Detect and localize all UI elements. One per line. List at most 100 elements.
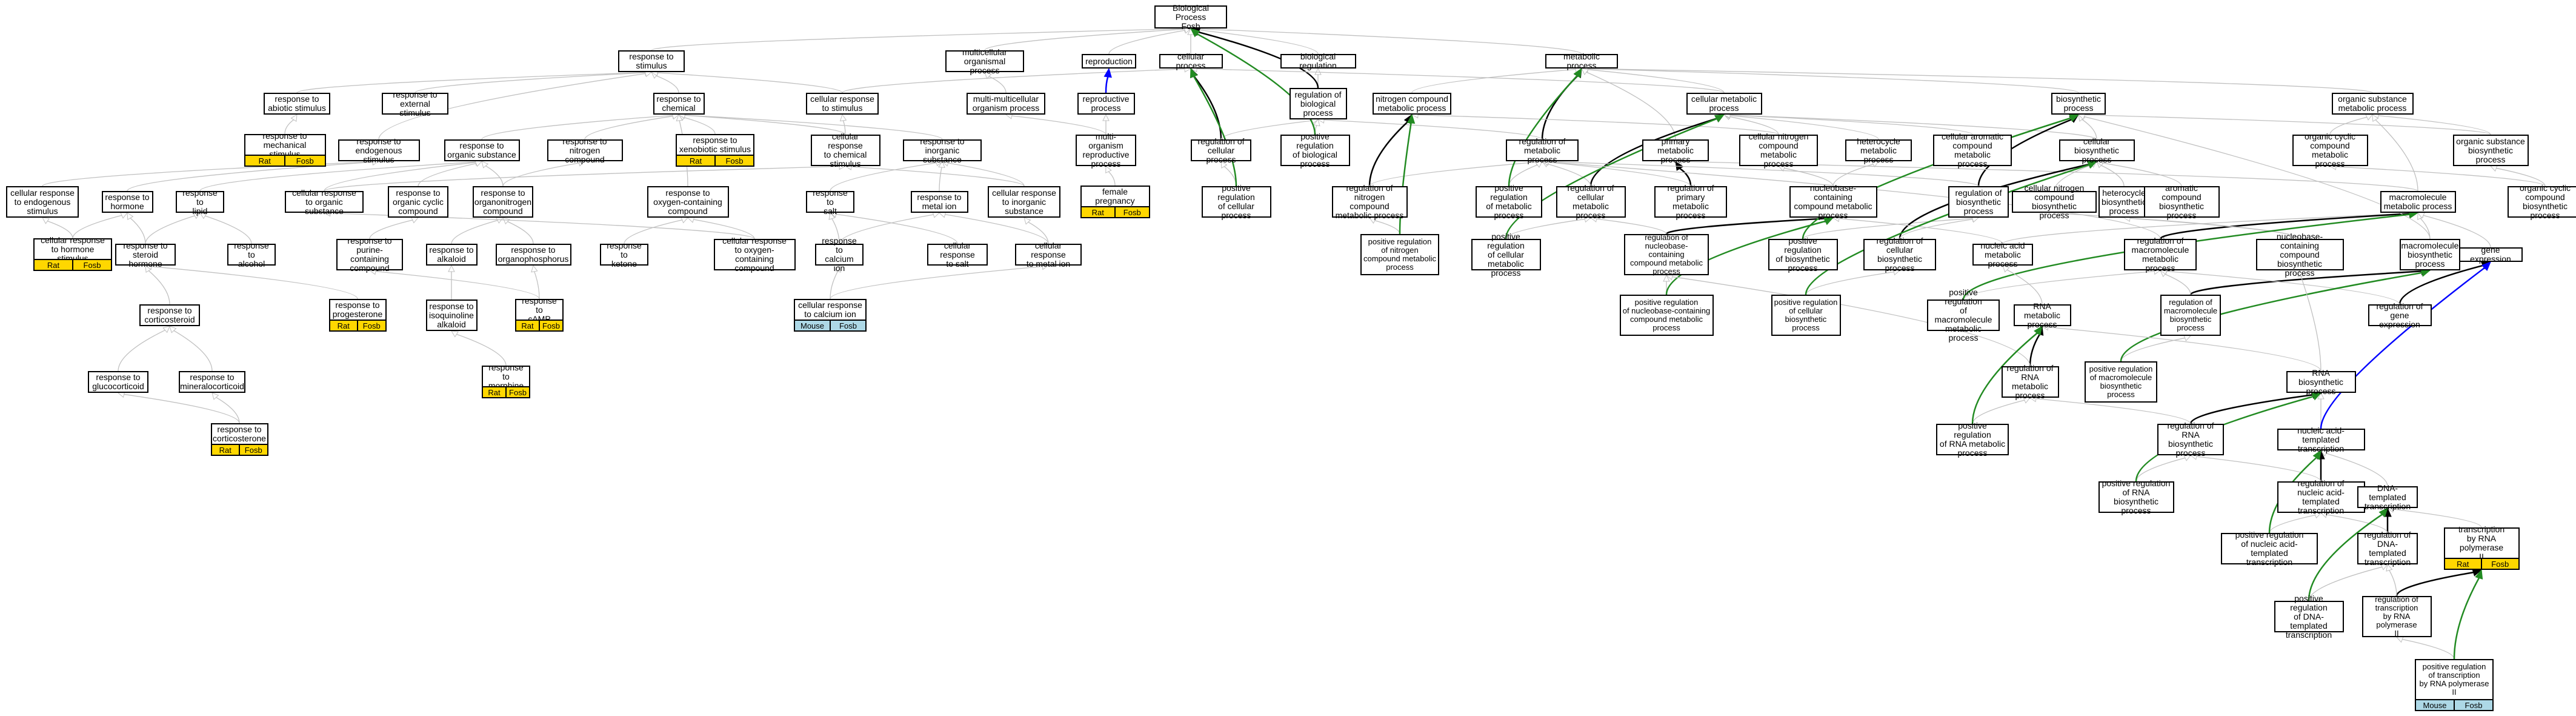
go-term-cellp[interactable]: cellular process xyxy=(1159,52,1223,70)
go-term-regbiosyn[interactable]: regulation of biosynthetic process xyxy=(1948,186,2009,218)
go-term-dnatrans[interactable]: DNA-templated transcription xyxy=(2357,483,2418,510)
go-term-nbcmp[interactable]: nucleobase-containing compound metabolic… xyxy=(1789,184,1877,220)
go-term-namp[interactable]: nucleic acid metabolic process xyxy=(1972,241,2033,268)
go-term-lipid[interactable]: response to lipid xyxy=(176,188,224,215)
go-term-cmp[interactable]: cellular metabolic process xyxy=(1686,93,1762,115)
go-term-rnamp[interactable]: RNA metabolic process xyxy=(2013,301,2071,329)
go-term-rstim[interactable]: response to stimulus xyxy=(618,50,685,72)
go-term-metab[interactable]: metabolic process xyxy=(1545,52,1618,70)
go-term-occ[interactable]: response to organic cyclic compound xyxy=(388,186,448,218)
go-term-abiotic[interactable]: response to abiotic stimulus xyxy=(264,93,330,115)
go-term-regrnamp[interactable]: regulation of RNA metabolic process xyxy=(2001,364,2059,400)
go-term-regnatrans[interactable]: regulation of nucleic acid-templated tra… xyxy=(2277,479,2365,515)
go-term-alkaloid[interactable]: response to alkaloid xyxy=(425,244,478,266)
go-term-regnbcmp[interactable]: regulation of nucleobase-containing comp… xyxy=(1624,233,1709,276)
go-term-occbp[interactable]: organic cyclic compound biosynthetic pro… xyxy=(2507,184,2576,220)
go-term-rnabp[interactable]: RNA biosynthetic process xyxy=(2286,368,2356,395)
go-term-posregdnatrans[interactable]: positive regulation of DNA-templated tra… xyxy=(2274,594,2344,639)
go-term-repro[interactable]: reproduction xyxy=(1082,54,1136,69)
go-term-ncmp[interactable]: nitrogen compound metabolic process xyxy=(1373,93,1451,115)
go-term-regmacro[interactable]: regulation of macromolecule metabolic pr… xyxy=(2124,236,2197,273)
go-term-mrepro[interactable]: multi-organism reproductive process xyxy=(1076,132,1136,169)
go-term-regprim[interactable]: regulation of primary metabolic process xyxy=(1654,184,1727,220)
go-term-croxy[interactable]: cellular response to oxygen-containing c… xyxy=(713,236,796,273)
go-term-chemical[interactable]: response to chemical xyxy=(653,93,705,115)
go-term-posregmacrobp[interactable]: positive regulation of macromolecule bio… xyxy=(2085,361,2157,403)
go-term-mop[interactable]: multicellular organismal process xyxy=(945,47,1024,75)
go-term-osmp[interactable]: organic substance metabolic process xyxy=(2331,93,2414,115)
go-term-bp[interactable]: Biological Process Fosb xyxy=(1154,3,1227,30)
go-term-posregmacro[interactable]: positive regulation of macromolecule met… xyxy=(1927,288,2000,343)
go-term-crchem[interactable]: cellular response to chemical stimulus xyxy=(810,132,880,169)
go-term-crendo[interactable]: cellular response to endogenous stimulus xyxy=(6,186,79,218)
go-term-bioreg[interactable]: biological regulation xyxy=(1280,52,1356,70)
go-term-reggeneexp[interactable]: regulation of gene expression xyxy=(2368,301,2432,329)
go-term-crsalt[interactable]: cellular response to salt xyxy=(927,241,988,268)
go-term-calcium[interactable]: response to calcium ion xyxy=(815,236,864,273)
go-term-posregcmp[interactable]: positive regulation of cellular metaboli… xyxy=(1471,232,1541,277)
go-term-cellbio[interactable]: cellular biosynthetic process xyxy=(2058,136,2135,164)
go-term-mineralocorticoid[interactable]: response to mineralocorticoid xyxy=(179,371,245,393)
go-term-occmp[interactable]: organic cyclic compound metabolic proces… xyxy=(2292,132,2368,169)
go-term-hormone[interactable]: response to hormone xyxy=(101,191,153,213)
go-term-crmetal[interactable]: cellular response to metal ion xyxy=(1015,241,1082,268)
go-term-regcp[interactable]: regulation of cellular process xyxy=(1191,136,1251,164)
go-term-posregbiosyn[interactable]: positive regulation of biosynthetic proc… xyxy=(1768,236,1838,273)
go-term-cncbp[interactable]: cellular nitrogen compound biosynthetic … xyxy=(2012,184,2097,220)
go-term-posregrnabp[interactable]: positive regulation of RNA biosynthetic … xyxy=(2098,479,2174,515)
go-term-reprop[interactable]: reproductive process xyxy=(1077,93,1135,115)
go-term-regncmp[interactable]: regulation of nitrogen compound metaboli… xyxy=(1331,184,1408,220)
go-term-glucocorticoid[interactable]: response to glucocorticoid xyxy=(88,371,148,393)
go-term-acbp[interactable]: aromatic compound biosynthetic process xyxy=(2143,184,2220,220)
go-term-natrans[interactable]: nucleic acid-templated transcription xyxy=(2277,426,2365,453)
go-term-steroid[interactable]: response to steroid hormone xyxy=(115,241,176,268)
go-term-nitro[interactable]: response to nitrogen compound xyxy=(547,136,623,164)
go-term-organonitro[interactable]: response to organonitrogen compound xyxy=(473,186,533,218)
go-term-geneexp[interactable]: gene expression xyxy=(2458,246,2523,264)
go-term-osbp[interactable]: organic substance biosynthetic process xyxy=(2452,135,2529,166)
go-term-posregtrpol2[interactable]: positive regulation of transcription by … xyxy=(2415,659,2494,711)
go-term-macrobp[interactable]: macromolecule biosynthetic process xyxy=(2400,239,2460,270)
go-term-organophos[interactable]: response to organophosphorus xyxy=(495,244,571,266)
go-term-regrnabp[interactable]: regulation of RNA biosynthetic process xyxy=(2157,421,2224,458)
go-term-ketone[interactable]: response to ketone xyxy=(600,241,648,268)
go-term-regcbp[interactable]: regulation of cellular biosynthetic proc… xyxy=(1863,236,1936,273)
go-term-hetero[interactable]: heterocycle metabolic process xyxy=(1845,136,1912,164)
go-term-macromp[interactable]: macromolecule metabolic process xyxy=(2380,191,2456,213)
go-term-posregnatrans[interactable]: positive regulation of nucleic acid-temp… xyxy=(2221,530,2318,567)
go-term-crinorg[interactable]: cellular response to inorganic substance xyxy=(988,186,1060,218)
go-term-posregbio[interactable]: positive regulation of biological proces… xyxy=(1280,132,1350,169)
go-term-alcohol[interactable]: response to alcohol xyxy=(227,241,276,268)
go-term-endostim[interactable]: response to endogenous stimulus xyxy=(338,136,420,164)
go-term-crorg[interactable]: cellular response to organic substance xyxy=(285,188,364,215)
go-term-regtrpol2[interactable]: regulation of transcription by RNA polym… xyxy=(2361,595,2432,638)
go-term-biosyn[interactable]: biosynthetic process xyxy=(2051,93,2106,115)
go-term-regbio[interactable]: regulation of biological process xyxy=(1289,88,1347,119)
go-term-posregrnamp[interactable]: positive regulation of RNA metabolic pro… xyxy=(1936,421,2009,458)
go-term-oxy[interactable]: response to oxygen-containing compound xyxy=(647,186,729,218)
go-term-heterobp[interactable]: heterocycle biosynthetic process xyxy=(2098,186,2150,218)
go-term-purine[interactable]: response to purine-containing compound xyxy=(336,236,403,273)
go-term-posregmp[interactable]: positive regulation of metabolic process xyxy=(1476,184,1542,220)
go-term-cstim[interactable]: cellular response to stimulus xyxy=(806,93,879,115)
go-term-metalion[interactable]: response to metal ion xyxy=(910,191,968,213)
go-term-primmp[interactable]: primary metabolic process xyxy=(1642,136,1709,164)
go-term-orgsub[interactable]: response to organic substance xyxy=(444,139,520,161)
go-term-posregnbcmp[interactable]: positive regulation of nucleobase-contai… xyxy=(1619,295,1714,336)
go-term-external[interactable]: response to external stimulus xyxy=(382,90,448,117)
go-term-corticosteroid[interactable]: response to corticosteroid xyxy=(139,304,200,326)
go-term-salt[interactable]: response to salt xyxy=(806,188,854,215)
go-term-cacmp[interactable]: cellular aromatic compound metabolic pro… xyxy=(1933,132,2012,169)
go-term-regmp[interactable]: regulation of metabolic process xyxy=(1506,136,1579,164)
go-term-inorg[interactable]: response to inorganic substance xyxy=(903,136,982,164)
go-term-regdnatrans[interactable]: regulation of DNA-templated transcriptio… xyxy=(2357,530,2418,567)
go-term-mmrep[interactable]: multi-multicellular organism process xyxy=(967,93,1045,115)
